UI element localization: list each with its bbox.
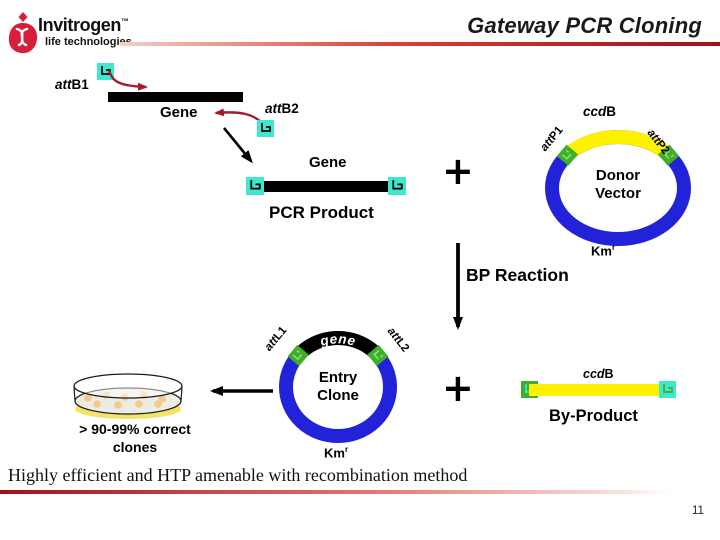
plus-sign-top: +: [442, 149, 474, 193]
attb2-label: attB2: [265, 101, 299, 117]
entry-km-label: Kmr: [324, 445, 348, 461]
attb1-att: att: [55, 77, 72, 92]
byproduct-label: By-Product: [549, 407, 638, 425]
donor-ccdb-label: ccdB: [583, 104, 616, 120]
attb2-att: att: [265, 101, 282, 116]
byproduct-bar: [529, 384, 667, 396]
petri-dish-icon: [73, 373, 183, 419]
plate-caption-line1: > 90-99% correct: [79, 421, 191, 437]
byproduct-ccdb-label: ccdB: [583, 367, 614, 381]
attp2-site-icon: [658, 144, 680, 166]
pcr-product-label: PCR Product: [269, 203, 374, 222]
footer-statement: Highly efficient and HTP amenable with r…: [8, 465, 468, 485]
attb1-label: attB1: [55, 77, 89, 93]
plus-sign-bottom: +: [442, 366, 474, 410]
entry-clone-name: Entry Clone: [288, 369, 388, 405]
attp1-site-icon: [556, 144, 578, 166]
logo-trademark: ™: [121, 17, 129, 26]
forward-primer-arrow: [107, 69, 148, 91]
donor-name-line1: Donor: [595, 167, 641, 184]
svg-text:gene: gene: [318, 331, 358, 349]
attb2-primer-site-icon: [257, 120, 274, 137]
donor-name-line2: Vector: [595, 185, 641, 202]
byproduct-ccd: ccd: [583, 367, 605, 381]
bp-reaction-label: BP Reaction: [466, 265, 569, 285]
attb2-site: B2: [281, 101, 299, 116]
entry-gene-arc-label: gene: [318, 331, 357, 349]
plate-caption: > 90-99% correct clones: [55, 421, 215, 456]
pcr-attb2-site-icon: [388, 177, 406, 195]
entry-km: Km: [324, 445, 345, 461]
plate-caption-line2: clones: [112, 438, 158, 455]
byproduct-right-site-icon: [659, 381, 676, 398]
header-divider-line: [120, 42, 720, 46]
template-gene-bar: [108, 92, 243, 102]
slide-title: Gateway PCR Cloning: [467, 13, 702, 38]
logo-brand: Invitrogen™: [38, 15, 129, 36]
attl2-site-icon: [367, 344, 389, 367]
pcr-product-bar: [264, 181, 388, 192]
entry-name-line2: Clone: [317, 387, 359, 404]
logo-brand-text: Invitrogen: [38, 15, 122, 35]
bp-reaction-arrow: [453, 243, 463, 330]
page-number: 11: [692, 505, 704, 517]
entry-clone-plasmid: gene: [279, 331, 397, 443]
donor-km: Km: [591, 243, 612, 259]
entry-name-line1: Entry: [318, 369, 358, 386]
attl1-site-icon: [287, 344, 309, 367]
donor-km-sup: r: [611, 243, 615, 252]
gene-top-label: Gene: [160, 104, 198, 121]
pcr-attb1-site-icon: [246, 177, 264, 195]
donor-km-label: Kmr: [591, 243, 615, 259]
transform-arrow: [210, 386, 273, 396]
donor-vector-name: Donor Vector: [568, 167, 668, 203]
invitrogen-logo-icon: [8, 12, 38, 54]
entry-km-sup: r: [344, 445, 348, 454]
pcr-step-arrow: [222, 127, 253, 164]
logo-tagline: life technologies: [45, 36, 132, 48]
byproduct-ccd-b: B: [604, 367, 614, 381]
donor-ccd: ccd: [583, 104, 607, 119]
attb1-site: B1: [71, 77, 89, 92]
footer-divider-line: [0, 490, 672, 494]
gene-pcr-label: Gene: [309, 154, 347, 171]
donor-ccd-b: B: [606, 104, 617, 119]
donor-vector-plasmid: [545, 129, 691, 246]
